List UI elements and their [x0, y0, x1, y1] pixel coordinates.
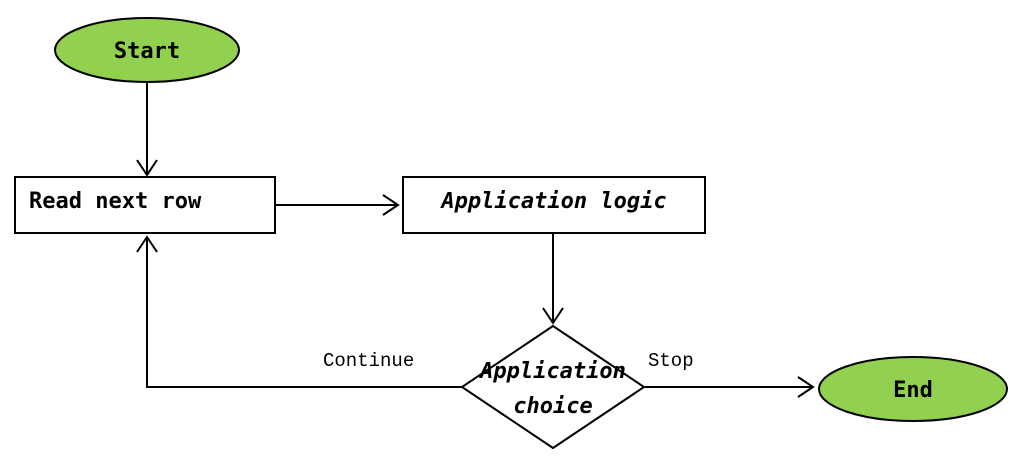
start-terminal-shape — [54, 17, 240, 83]
application-choice-label-line1: Application — [478, 359, 626, 384]
edge-choice-continue — [146, 237, 462, 388]
node-start: Start — [54, 17, 240, 83]
node-read-next-row: Read next row — [14, 176, 276, 234]
edges — [136, 82, 815, 398]
arrowhead-read-to-logic — [382, 194, 400, 216]
node-application-logic: Application logic — [402, 176, 706, 234]
end-terminal-shape — [818, 356, 1008, 422]
start-label: Start — [114, 39, 180, 64]
end-label: End — [893, 378, 933, 403]
read-next-row-label: Read next row — [29, 189, 202, 214]
node-application-choice: Application choice — [460, 324, 646, 450]
application-logic-process-shape — [402, 176, 706, 234]
application-logic-label: Application logic — [439, 189, 666, 214]
application-choice-decision-shape — [460, 324, 646, 450]
arrowhead-start-to-read — [136, 159, 158, 177]
read-next-row-process-shape — [14, 176, 276, 234]
edge-label-continue: Continue — [323, 350, 414, 372]
arrowhead-choice-stop — [797, 376, 815, 398]
application-choice-label-line2: choice — [513, 394, 592, 419]
edge-label-stop: Stop — [648, 350, 694, 372]
arrowhead-choice-continue — [136, 235, 158, 253]
node-end: End — [818, 356, 1008, 422]
arrowhead-logic-to-choice — [542, 307, 564, 325]
